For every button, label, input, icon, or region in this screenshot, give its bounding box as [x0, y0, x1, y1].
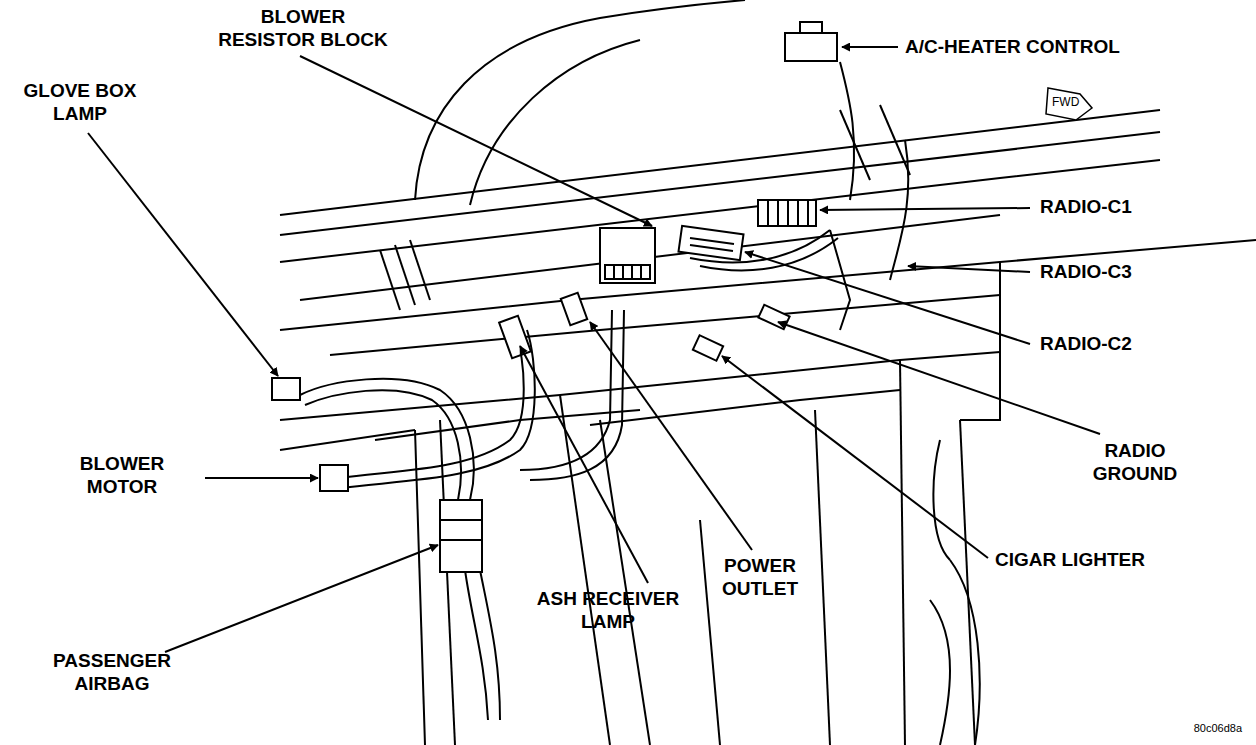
callout-label: CIGAR LIGHTER [995, 549, 1149, 572]
dash-structure [280, 0, 1256, 745]
forward-arrow [1046, 88, 1092, 120]
wire-harness [300, 62, 854, 720]
leader-lines [88, 47, 1100, 652]
callout-label: BLOWER MOTOR [78, 453, 167, 499]
callout-label: RADIO-C3 [1040, 261, 1136, 284]
callout-label: GLOVE BOX LAMP [22, 80, 139, 126]
callout-label: ASH RECEIVER LAMP [535, 588, 682, 634]
callout-label: 80c06d8a [1188, 722, 1242, 735]
callout-label: RADIO GROUND [1091, 440, 1180, 486]
callout-label: RADIO-C1 [1040, 196, 1136, 219]
callout-label: A/C-HEATER CONTROL [905, 36, 1124, 59]
callout-label: RADIO-C2 [1040, 333, 1136, 356]
callout-label: POWER OUTLET [720, 555, 800, 601]
callout-label: BLOWER RESISTOR BLOCK [216, 6, 390, 52]
connectors [272, 22, 837, 572]
callout-label: PASSENGER AIRBAG [51, 650, 173, 696]
callout-label: FWD [1052, 95, 1084, 109]
